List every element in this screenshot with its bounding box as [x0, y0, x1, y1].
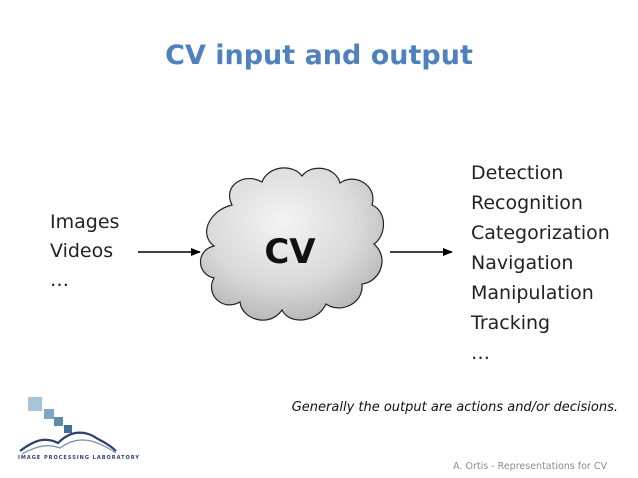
slide-title: CV input and output — [165, 40, 473, 71]
input-item: Images — [50, 211, 120, 233]
output-item: Navigation — [471, 252, 574, 274]
input-list: Images Videos … — [50, 208, 119, 295]
output-item: … — [471, 342, 490, 364]
lab-logo — [19, 397, 117, 455]
output-item: Manipulation — [471, 282, 594, 304]
output-list: Detection Recognition Categorization Nav… — [471, 158, 610, 368]
output-item: Categorization — [471, 222, 610, 244]
cv-cloud: CV — [199, 167, 385, 321]
output-item: Tracking — [471, 312, 551, 334]
cv-label: CV — [264, 232, 316, 272]
lab-logo-text: IMAGE PROCESSING LABORATORY — [18, 455, 140, 461]
input-item: Videos — [50, 240, 114, 262]
output-note: Generally the output are actions and/or … — [291, 400, 618, 415]
output-item: Detection — [471, 162, 564, 184]
input-item: … — [50, 269, 69, 291]
footer: A. Ortis - Representations for CV — [453, 461, 607, 472]
output-item: Recognition — [471, 192, 583, 214]
